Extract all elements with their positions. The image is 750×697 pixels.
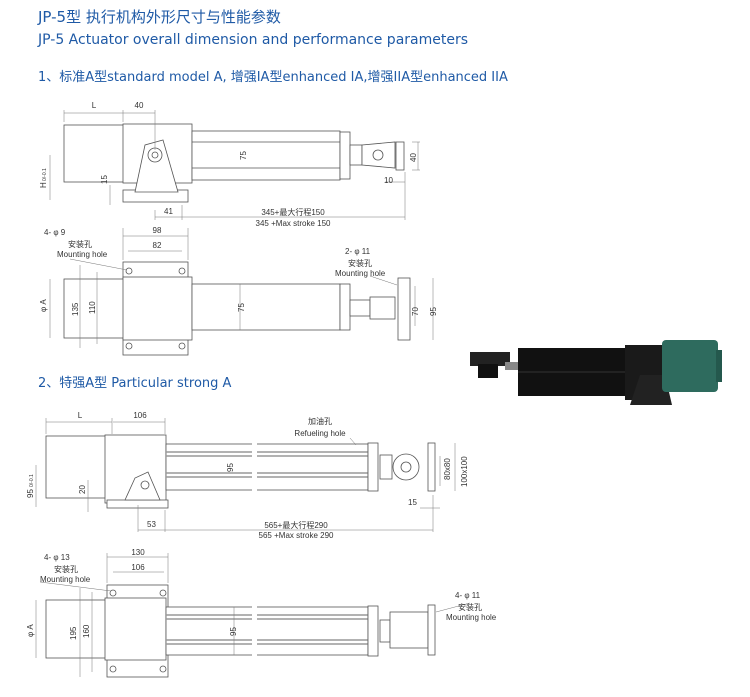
dim-15-strong: 15 bbox=[408, 498, 417, 507]
hole2-en-strong: Mounting hole bbox=[446, 613, 497, 622]
dim-95-top: 95 bbox=[229, 627, 238, 636]
dim-L: L bbox=[92, 101, 97, 110]
refuel-cn: 加油孔 bbox=[308, 416, 332, 426]
dim-H-tolerance: 0/-0.1 bbox=[42, 168, 48, 181]
dim-53: 53 bbox=[147, 520, 156, 529]
holes-label: 4- φ 9 bbox=[44, 228, 66, 237]
hole2-cn-strong: 安装孔 bbox=[458, 602, 482, 612]
actuator-photo bbox=[470, 340, 722, 405]
holes-label-strong: 4- φ 13 bbox=[44, 553, 70, 562]
dim-95-H-tolerance: 0/-0.1 bbox=[29, 474, 35, 487]
dim-20: 20 bbox=[78, 485, 87, 494]
hole-en-strong: Mounting hole bbox=[40, 575, 91, 584]
dim-195: 195 bbox=[69, 626, 78, 640]
hole2-en: Mounting hole bbox=[335, 269, 386, 278]
dim-41: 41 bbox=[164, 207, 173, 216]
dim-110: 110 bbox=[88, 301, 97, 314]
side-view-standard: L 40 H 0/-0.1 15 75 40 10 41 345+最大行程150… bbox=[39, 101, 420, 228]
dim-15: 15 bbox=[100, 175, 109, 184]
stroke-cn: 345+最大行程150 bbox=[261, 207, 325, 217]
dim-95: 95 bbox=[226, 463, 235, 472]
dim-phiA-strong: φ A bbox=[26, 624, 35, 637]
dim-82: 82 bbox=[153, 241, 162, 250]
title-en: JP-5 Actuator overall dimension and perf… bbox=[37, 32, 468, 48]
dim-H: H bbox=[39, 182, 48, 188]
stroke-en-strong: 565 +Max stroke 290 bbox=[259, 531, 334, 540]
stroke-en: 345 +Max stroke 150 bbox=[256, 219, 331, 228]
dim-10: 10 bbox=[384, 176, 393, 185]
dim-95-H: 95 bbox=[26, 489, 35, 498]
section1-heading: 1、标准A型standard model A, 增强IA型enhanced IA… bbox=[38, 70, 508, 85]
side-view-strong: L 106 加油孔 Refueling hole 95 0/-0.1 20 95… bbox=[26, 411, 469, 540]
title-cn: JP-5型 执行机构外形尺寸与性能参数 bbox=[37, 8, 281, 26]
dim-phiA: φ A bbox=[39, 299, 48, 312]
dim-40-right: 40 bbox=[409, 153, 418, 162]
top-view-strong: 4- φ 13 安装孔 Mounting hole 130 106 φ A 19… bbox=[26, 548, 497, 678]
dim-135: 135 bbox=[71, 302, 80, 316]
holes2-label-strong: 4- φ 11 bbox=[455, 591, 481, 600]
dim-100x100: 100x100 bbox=[460, 456, 469, 487]
holes2-label: 2- φ 11 bbox=[345, 247, 371, 256]
hole2-cn: 安装孔 bbox=[348, 258, 372, 268]
top-view-standard: 4- φ 9 安装孔 Mounting hole 98 82 φ A 135 1… bbox=[39, 226, 438, 356]
dim-75: 75 bbox=[239, 151, 248, 160]
hole-en: Mounting hole bbox=[57, 250, 108, 259]
stroke-cn-strong: 565+最大行程290 bbox=[264, 520, 328, 530]
hole-cn: 安装孔 bbox=[68, 239, 92, 249]
dim-70: 70 bbox=[411, 307, 420, 316]
hole-cn-strong: 安装孔 bbox=[54, 564, 78, 574]
dim-75-top: 75 bbox=[237, 303, 246, 312]
section2-heading: 2、特强A型 Particular strong A bbox=[38, 376, 232, 391]
dim-98: 98 bbox=[153, 226, 162, 235]
dim-106-top: 106 bbox=[131, 563, 145, 572]
refuel-en: Refueling hole bbox=[294, 429, 346, 438]
dim-95: 95 bbox=[429, 307, 438, 316]
dim-80x80: 80x80 bbox=[443, 458, 452, 480]
dim-40: 40 bbox=[135, 101, 144, 110]
dim-L-strong: L bbox=[78, 411, 83, 420]
dim-160: 160 bbox=[82, 624, 91, 638]
dim-106: 106 bbox=[133, 411, 147, 420]
dim-130: 130 bbox=[131, 548, 145, 557]
